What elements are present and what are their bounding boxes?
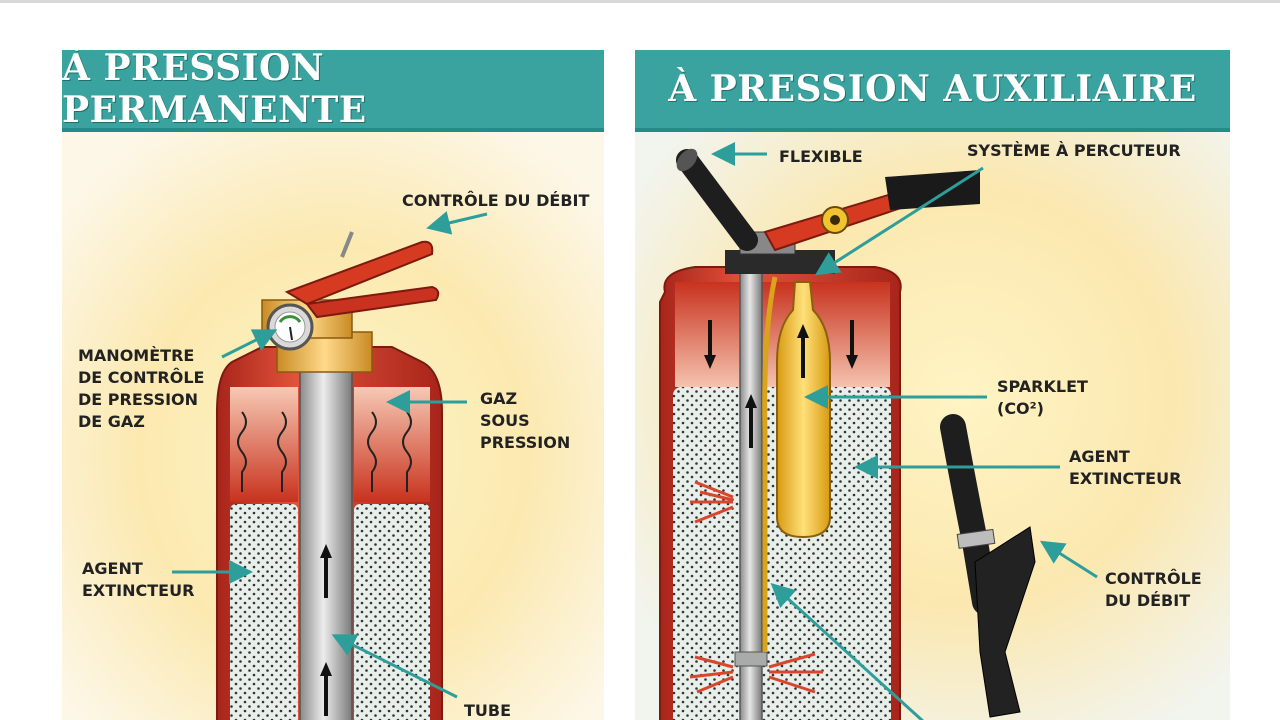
bottom-handle	[305, 285, 440, 319]
extinguisher-auxiliary-svg	[635, 132, 1230, 720]
gas-down-arrows	[704, 320, 858, 369]
panel-header-permanent: À PRESSION PERMANENTE	[62, 50, 604, 132]
label-flow-control-right: CONTRÔLE DU DÉBIT	[1105, 569, 1202, 610]
gas-pressure-arrows	[237, 411, 412, 492]
agent-flow-arrows	[689, 480, 823, 694]
label-dip-tube: TUBE PLONGEUR	[464, 701, 512, 720]
agent-zone-left	[230, 504, 298, 720]
panel-title-auxiliary: À PRESSION AUXILIAIRE	[668, 68, 1197, 110]
panel-permanent-pressure: À PRESSION PERMANENTE	[62, 50, 604, 720]
agent-zone-right	[354, 504, 430, 720]
agent-zone-right-panel	[673, 387, 891, 720]
pointer-arrows-right	[711, 142, 1098, 720]
panel-title-permanent: À PRESSION PERMANENTE	[62, 50, 367, 131]
hose-upper	[676, 149, 758, 251]
panel-header-auxiliary: À PRESSION AUXILIAIRE	[635, 50, 1230, 132]
label-sparklet: SPARKLET (CO²)	[997, 377, 1088, 418]
label-pressure-gauge: MANOMÈTRE DE CONTRÔLE DE PRESSION DE GAZ	[78, 346, 205, 431]
panel-auxiliary-pressure: À PRESSION AUXILIAIRE	[635, 50, 1230, 720]
label-hose: FLEXIBLE	[779, 147, 863, 166]
top-border-line	[0, 0, 1280, 3]
label-extinguishing-agent-left: AGENT EXTINCTEUR	[82, 559, 195, 600]
pointer-arrows	[172, 211, 488, 699]
diagram-permanent-pressure: CONTRÔLE DU DÉBIT MANOMÈTRE DE CONTRÔLE …	[62, 132, 604, 720]
nozzle-handle	[974, 526, 1036, 718]
gas-zone-right	[354, 387, 430, 502]
label-flow-control: CONTRÔLE DU DÉBIT	[402, 191, 590, 210]
extinguisher-permanent-svg	[62, 132, 604, 720]
label-pressurized-gas: GAZ SOUS PRESSION	[480, 389, 571, 452]
diagram-auxiliary-pressure: FLEXIBLE SYSTÈME À PERCUTEUR SPARKLET (C…	[635, 132, 1230, 720]
label-striker-system: SYSTÈME À PERCUTEUR	[967, 141, 1181, 160]
dip-tube-flow-arrows	[320, 544, 332, 716]
gas-zone-left	[230, 387, 298, 502]
label-extinguishing-agent-right: AGENT EXTINCTEUR	[1069, 447, 1182, 488]
sparklet-cartridge	[776, 281, 831, 539]
gas-line	[762, 276, 778, 652]
top-lever	[284, 240, 434, 306]
